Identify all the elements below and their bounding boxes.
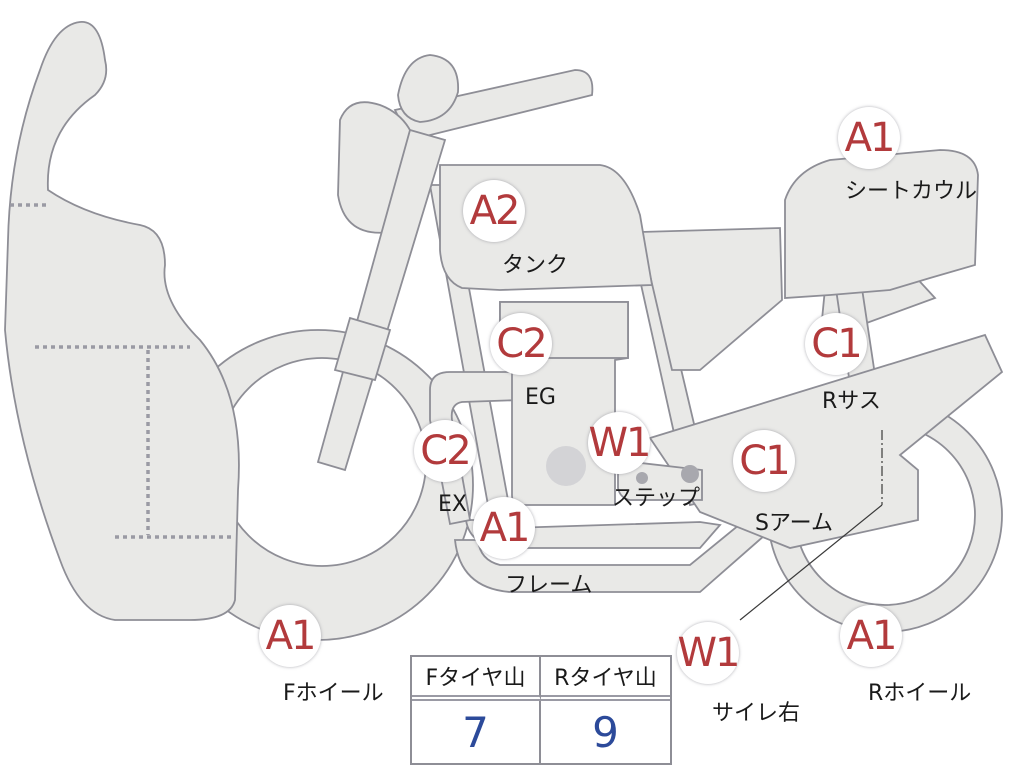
cowl-dotted-line — [35, 345, 232, 539]
grade-badge: W1 — [588, 412, 652, 474]
grade-badge: C1 — [733, 430, 795, 492]
rear-tire-header: Rタイヤ山 — [541, 657, 670, 701]
engine-cover-shape — [546, 446, 586, 486]
rear-wheel-grade: A1 — [840, 605, 902, 667]
seat-cowl-shape — [784, 149, 979, 299]
exhaust-label: EX — [438, 492, 467, 517]
engine-grade: C2 — [490, 313, 552, 375]
grade-badge: A1 — [473, 497, 535, 559]
front-tire-value: 7 — [412, 701, 541, 763]
tank-grade: A2 — [463, 180, 525, 242]
grade-badge: C2 — [490, 313, 552, 375]
fork-sleeve-shape — [333, 316, 392, 382]
swing-arm-grade: C1 — [733, 430, 795, 492]
front-tire-header: Fタイヤ山 — [412, 657, 541, 701]
side-cover-shape — [638, 227, 783, 371]
silencer-grade: W1 — [677, 622, 741, 684]
seat-cowl-label: シートカウル — [845, 179, 978, 204]
grade-badge: A1 — [840, 605, 902, 667]
step-bolt-shape — [681, 465, 699, 483]
rear-wheel-label: Rホイール — [868, 681, 972, 706]
engine-label: EG — [525, 385, 556, 410]
swing-arm-label: Sアーム — [755, 511, 833, 536]
seat-cowl-grade: A1 — [838, 107, 900, 169]
exhaust-header-shape — [429, 371, 521, 526]
rear-tire-value: 9 — [592, 707, 619, 757]
frame-label: フレーム — [505, 573, 593, 598]
grade-badge: A1 — [259, 605, 321, 667]
step-label: ステップ — [612, 486, 701, 511]
front-wheel-grade: A1 — [259, 605, 321, 667]
tire-tread-table: Fタイヤ山 Rタイヤ山 7 9 — [410, 655, 672, 765]
rear-suspension-label: Rサス — [822, 389, 881, 414]
grade-badge: A2 — [463, 180, 525, 242]
step-bolt-shape — [636, 472, 648, 484]
grade-badge: W1 — [677, 622, 741, 684]
silencer-leader-line — [739, 504, 883, 621]
handlebar-shape — [393, 69, 594, 142]
swing-arm-shape — [648, 333, 1004, 549]
frame-grade: A1 — [473, 497, 535, 559]
tank-label: タンク — [502, 253, 569, 278]
grade-badge: C1 — [805, 313, 867, 375]
front-cowl-shape — [4, 21, 240, 621]
rear-suspension-grade: C1 — [805, 313, 867, 375]
mirror-shape — [397, 54, 459, 123]
front-wheel-label: Fホイール — [283, 681, 384, 706]
grade-badge: A1 — [838, 107, 900, 169]
exhaust-grade: C2 — [414, 420, 476, 482]
grade-badge: C2 — [414, 420, 476, 482]
step-grade: W1 — [588, 412, 652, 474]
silencer-label: サイレ右 — [712, 701, 801, 726]
